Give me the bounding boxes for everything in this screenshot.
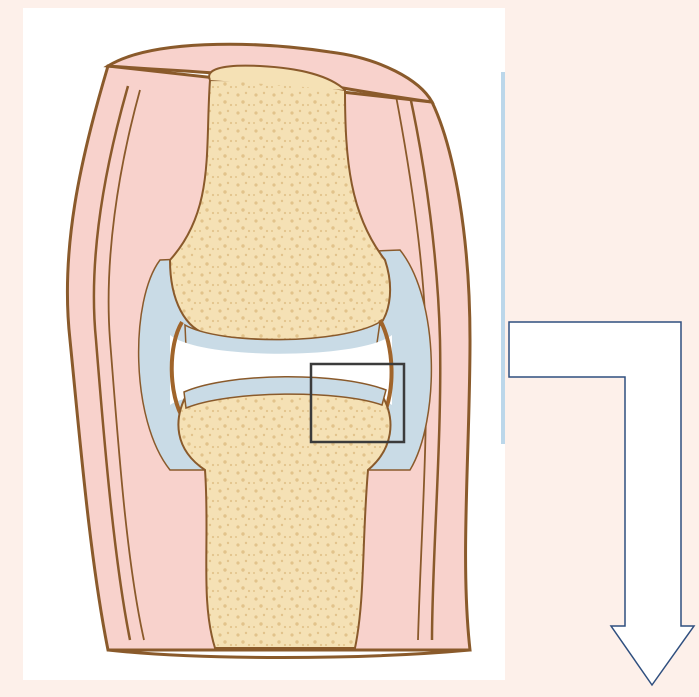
callout-arrow-icon (509, 322, 694, 685)
lower-bone (178, 382, 390, 649)
